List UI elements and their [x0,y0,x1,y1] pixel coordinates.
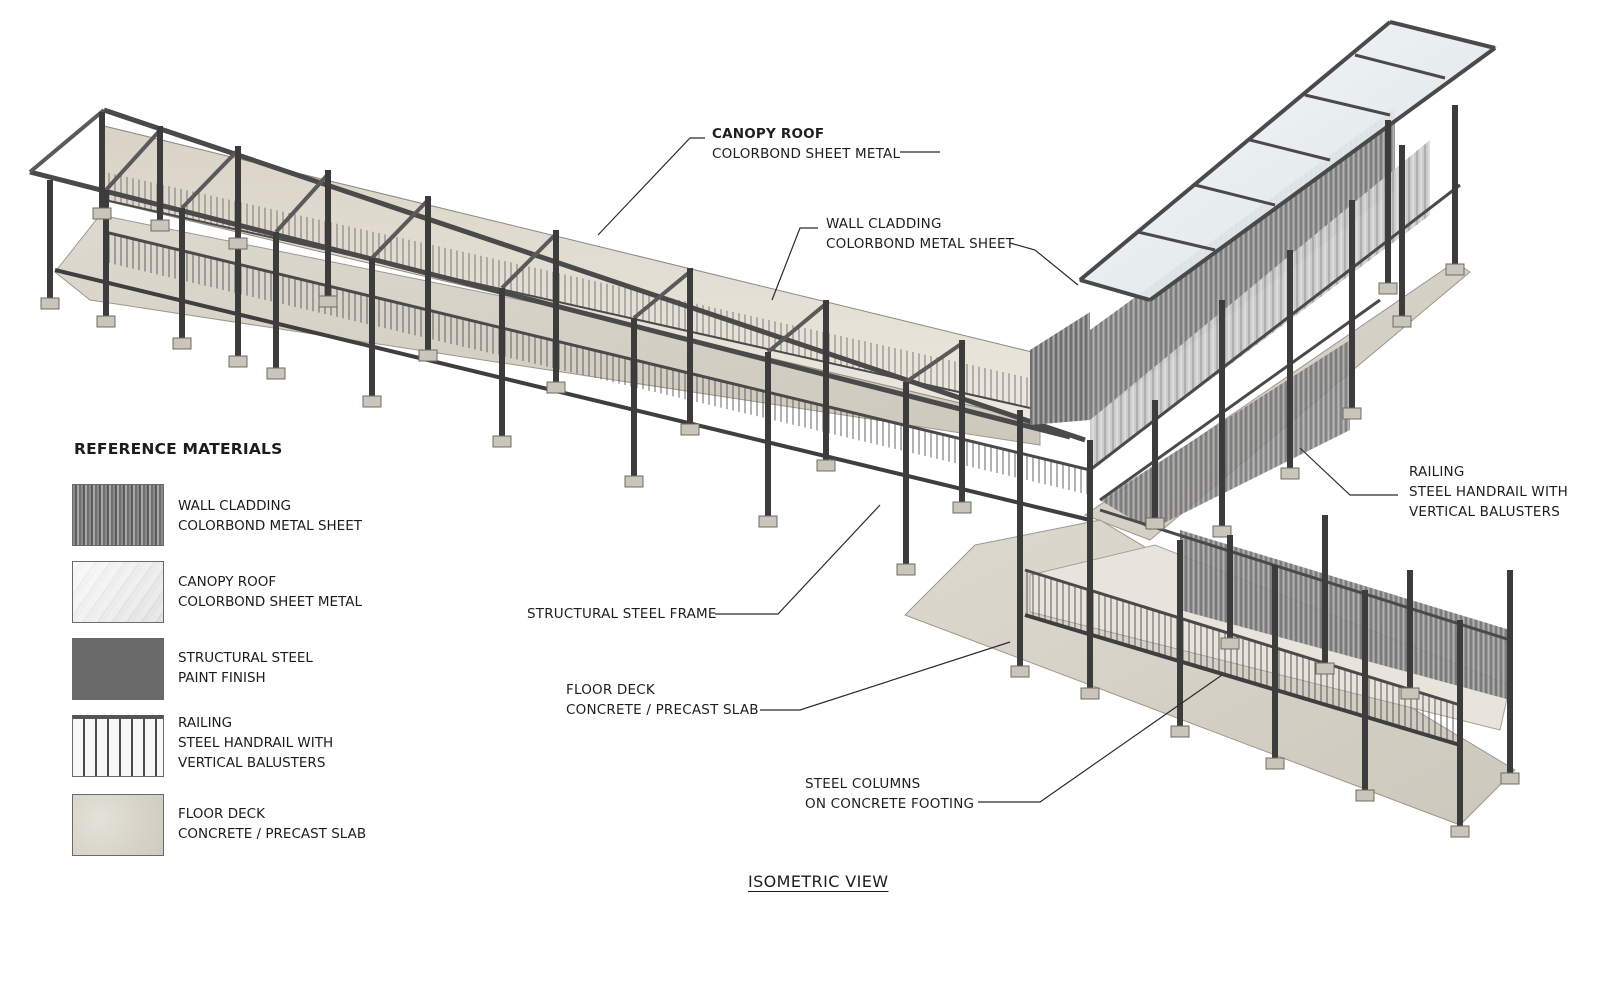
concrete-footing [758,515,778,528]
left-wing-back-railing [105,172,1030,408]
concrete-footing [492,435,512,448]
concrete-footing [150,219,170,232]
leader-railing [1299,447,1398,496]
concrete-footing [1445,263,1465,276]
leader-wall-cladding [771,227,818,301]
concrete-footing [1170,725,1190,738]
leader-canopy-roof [597,137,705,236]
roof-cross-beam [370,196,432,260]
concrete-footing [40,297,60,310]
concrete-footing [362,395,382,408]
concrete-footing [680,423,700,436]
label-canopy-roof: CANOPY ROOF COLORBOND SHEET METAL [712,126,901,162]
roof-cross-beam [766,300,830,354]
leader-structural-frame [715,504,881,615]
label-structural-frame: STRUCTURAL STEEL FRAME [527,606,717,622]
lower-wing [904,508,1516,826]
concrete-footing [1010,665,1030,678]
lower-wing-back-cladding [1180,530,1510,700]
concrete-footing [1212,525,1232,538]
right-wing-railing-screen [1090,140,1430,470]
concrete-footing [228,355,248,368]
right-wing-cladding-mid [1090,108,1395,420]
concrete-footing [1220,637,1240,650]
concrete-footing [418,349,438,362]
leader-lines [597,137,1398,803]
concrete-footing [1265,757,1285,770]
swatch-structural-steel [72,638,164,700]
concrete-footing [952,501,972,514]
concrete-footing [172,337,192,350]
concrete-footing [1378,282,1398,295]
roof-cross-beam [104,126,164,192]
label-steel-columns: STEEL COLUMNS ON CONCRETE FOOTING [805,776,975,812]
legend-title: REFERENCE MATERIALS [74,440,283,458]
leader-wall-cladding-canopy [1009,242,1079,286]
concrete-footing [96,315,116,328]
right-wing-cladding-rear [1030,312,1090,425]
concrete-footing [624,475,644,488]
swatch-railing [72,715,164,777]
concrete-footing [1400,687,1420,700]
swatch-wall-cladding [72,484,164,546]
concrete-footing [1145,517,1165,530]
concrete-footing [1355,789,1375,802]
concrete-footing [1315,662,1335,675]
left-wing [29,107,1091,522]
swatch-floor-deck [72,794,164,856]
concrete-footing [816,459,836,472]
roof-cross-beam [632,268,694,320]
label-floor-deck: FLOOR DECK CONCRETE / PRECAST SLAB [566,682,759,718]
concrete-footing [1342,407,1362,420]
steel-frame-beams [28,108,966,384]
concrete-footing [546,381,566,394]
swatch-canopy-roof [72,561,164,623]
steel-columns [40,105,1520,838]
concrete-footing [896,563,916,576]
label-wall-cladding: WALL CLADDING COLORBOND METAL SHEET [826,216,1015,252]
concrete-footing [1450,825,1470,838]
view-title: ISOMETRIC VIEW [748,872,889,891]
concrete-footing [228,237,248,250]
label-railing: RAILING STEEL HANDRAIL WITH VERTICAL BAL… [1409,464,1568,520]
concrete-footing [1500,772,1520,785]
leader-steel-columns [978,674,1223,803]
concrete-footing [318,295,338,308]
leader-floor-deck [760,641,1011,711]
concrete-footing [266,367,286,380]
concrete-footing [1280,467,1300,480]
roof-cross-beam [500,230,560,290]
concrete-footing [1080,687,1100,700]
concrete-footing [92,207,112,220]
concrete-footing [1392,315,1412,328]
left-wing-front-railing [105,232,1090,495]
roof-cross-beam [274,170,332,234]
roof-cross-beam [180,146,242,210]
lower-wing-front-railing [1025,570,1460,745]
roof-cross-beam [904,340,966,384]
roof-cross-beam [28,108,106,174]
